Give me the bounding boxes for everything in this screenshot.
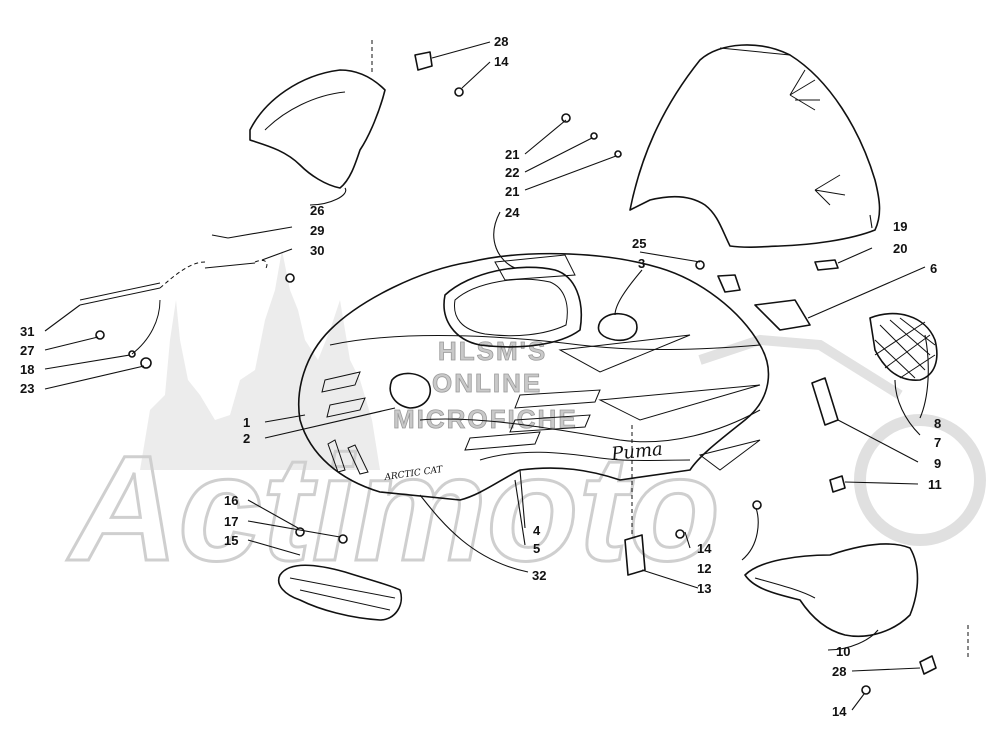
callout-2: 2 (243, 431, 250, 446)
callout-29: 29 (310, 223, 324, 238)
callout-3: 3 (638, 256, 645, 271)
callout-10: 10 (836, 644, 850, 659)
callout-24: 24 (505, 205, 520, 220)
windshield (629, 44, 881, 248)
callout-7: 7 (934, 435, 941, 450)
callout-11: 11 (928, 477, 942, 492)
callout-14-bottom: 14 (832, 704, 847, 719)
callout-19: 19 (893, 219, 907, 234)
callout-20: 20 (893, 241, 907, 256)
belly-pan (744, 543, 919, 638)
callout-14-middle: 14 (697, 541, 712, 556)
side-grille (869, 312, 938, 381)
callout-6: 6 (930, 261, 937, 276)
callout-9: 9 (934, 456, 941, 471)
watermark-logo: Actimoto (66, 424, 720, 592)
callout-1: 1 (243, 415, 250, 430)
leader-lines (44, 40, 969, 711)
callout-4: 4 (533, 523, 541, 538)
callout-26: 26 (310, 203, 324, 218)
callout-22: 22 (505, 165, 519, 180)
callout-21-upper: 21 (505, 147, 519, 162)
callout-17: 17 (224, 514, 238, 529)
callout-14-top: 14 (494, 54, 509, 69)
callout-27: 27 (20, 343, 34, 358)
watermark-wheel (854, 414, 986, 546)
callout-labels: 28 14 26 29 30 31 27 18 23 21 22 21 24 2… (20, 34, 942, 719)
callout-16: 16 (224, 493, 238, 508)
front-fender (249, 69, 386, 189)
foam-pad-left (389, 372, 432, 409)
callout-8: 8 (934, 416, 941, 431)
callout-25: 25 (632, 236, 646, 251)
headlight-lens (443, 254, 582, 348)
callout-23: 23 (20, 381, 34, 396)
callout-32: 32 (532, 568, 546, 583)
watermark-motorcycle (698, 334, 903, 400)
callout-31: 31 (20, 324, 34, 339)
front-bumper (278, 564, 402, 621)
watermark-line-2: ONLINE (432, 368, 542, 398)
callout-13: 13 (697, 581, 711, 596)
watermark: Actimoto HLSM'S ONLINE MICROFICHE (65, 250, 986, 594)
callout-18: 18 (20, 362, 34, 377)
watermark-line-1: HLSM'S (438, 336, 547, 366)
callout-28-bottom: 28 (832, 664, 846, 679)
callout-15: 15 (224, 533, 238, 548)
callout-12: 12 (697, 561, 711, 576)
side-panel (754, 299, 811, 331)
hardware (79, 51, 937, 695)
foam-pad-right (597, 312, 638, 342)
callout-30: 30 (310, 243, 324, 258)
callout-28-top: 28 (494, 34, 508, 49)
callout-21-lower: 21 (505, 184, 519, 199)
watermark-skyline (140, 250, 380, 470)
callout-5: 5 (533, 541, 540, 556)
